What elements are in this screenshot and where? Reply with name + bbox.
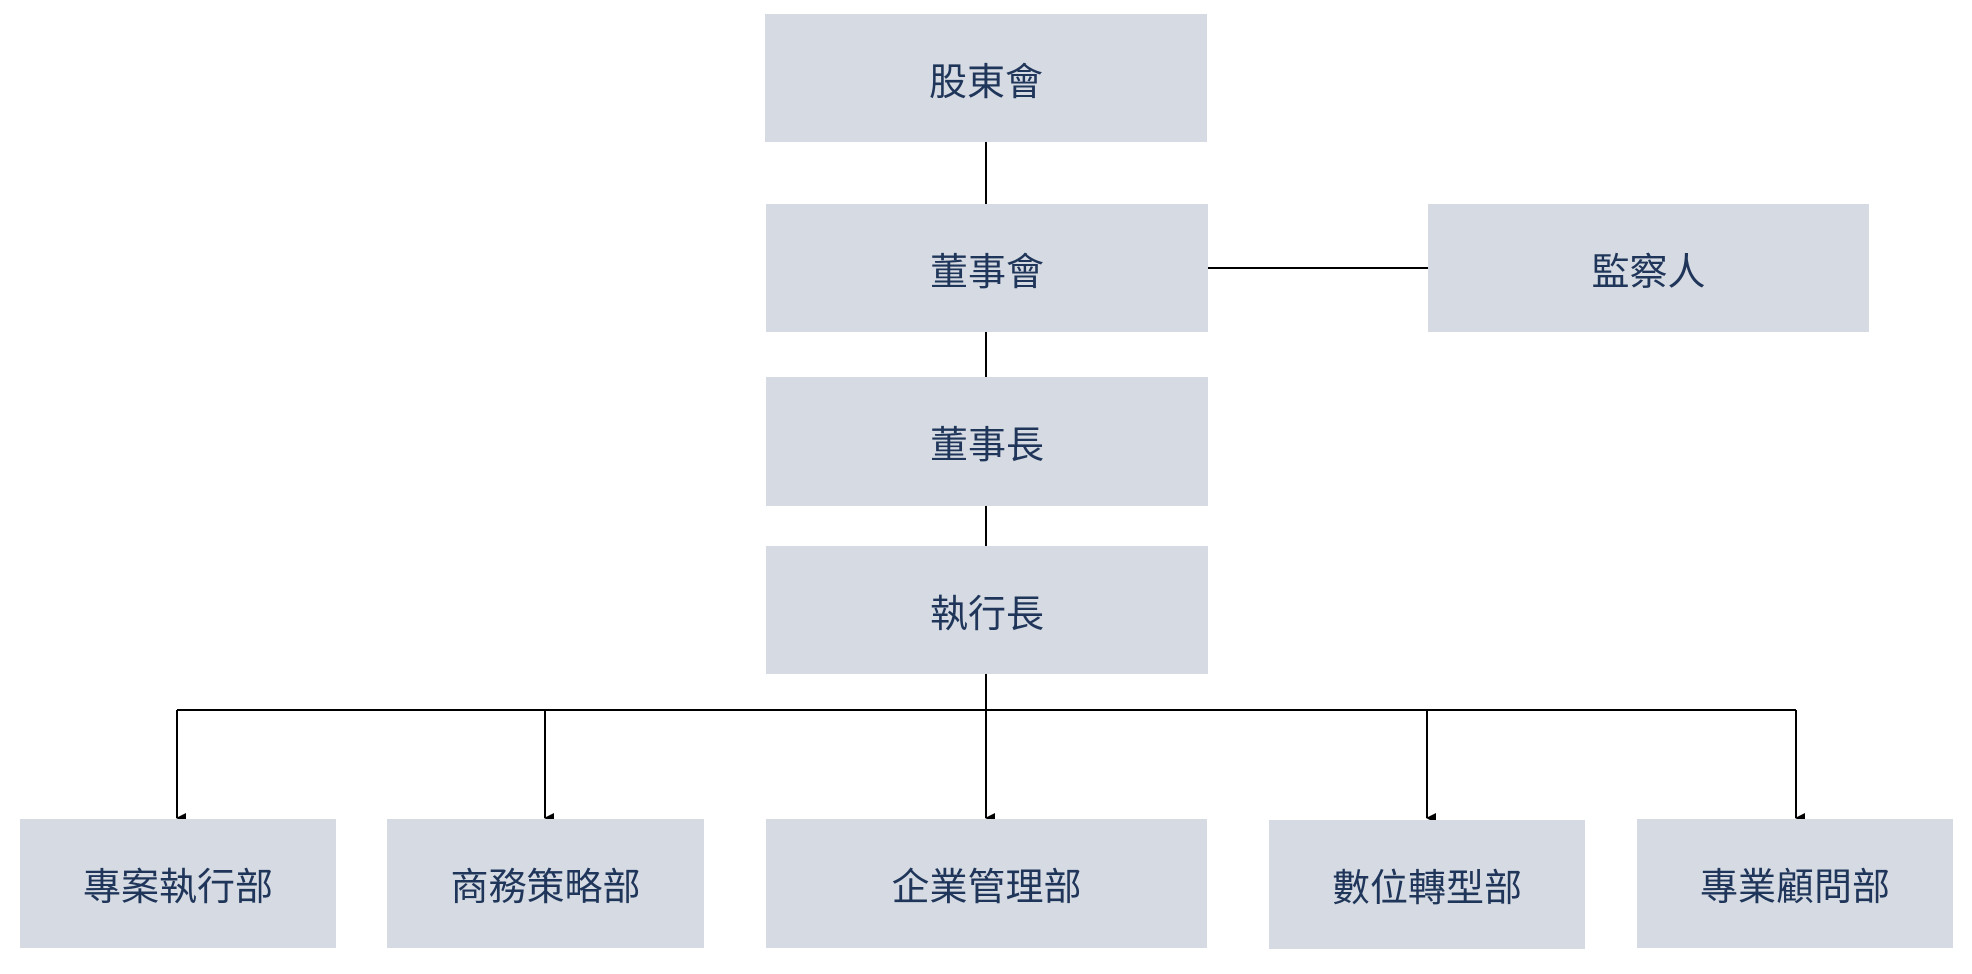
node-supervisor: 監察人	[1428, 204, 1869, 332]
node-dept-project: 專案執行部	[20, 819, 336, 948]
node-board: 董事會	[766, 204, 1208, 332]
node-dept-management: 企業管理部	[766, 819, 1207, 948]
node-dept-consulting: 專業顧問部	[1637, 819, 1953, 948]
node-ceo: 執行長	[766, 546, 1208, 674]
node-dept-strategy: 商務策略部	[387, 819, 704, 948]
node-shareholders: 股東會	[765, 14, 1207, 142]
node-dept-digital: 數位轉型部	[1269, 820, 1585, 949]
node-chairman: 董事長	[766, 377, 1208, 506]
